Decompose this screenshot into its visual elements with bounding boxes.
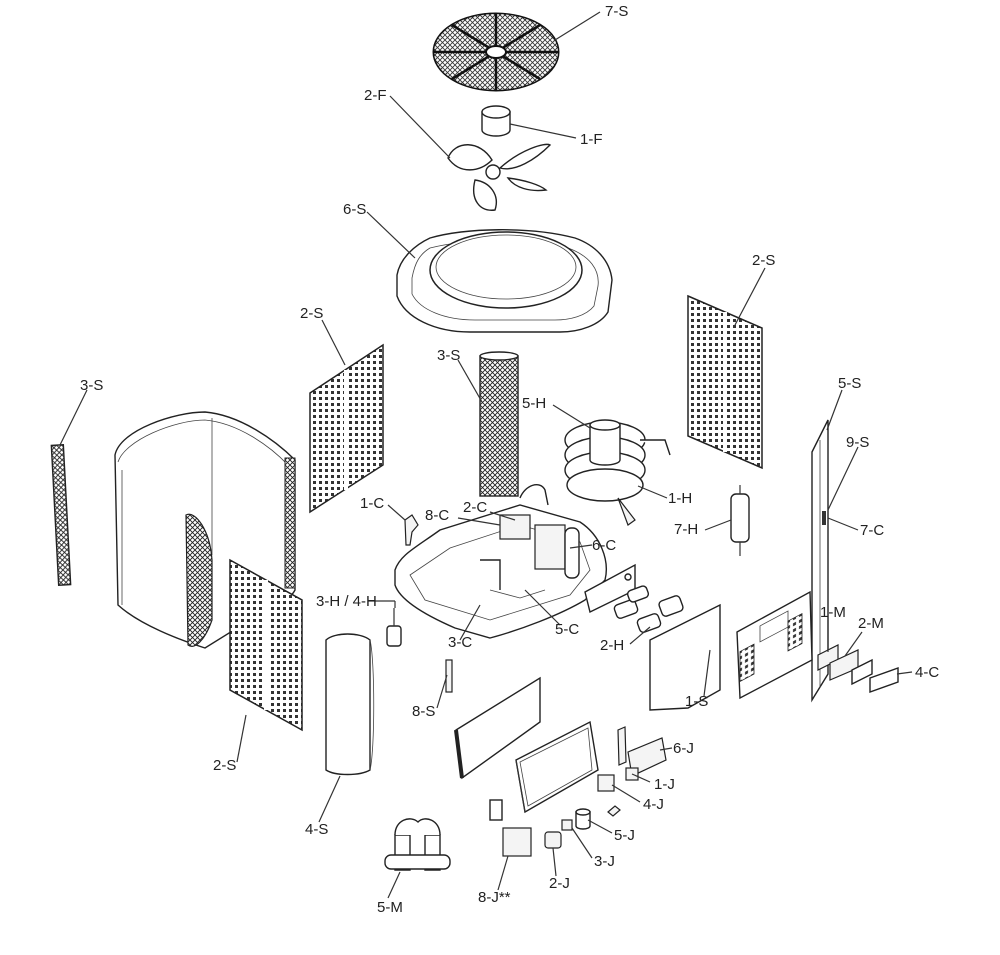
label-7h: 7-H — [674, 521, 698, 538]
label-5h: 5-H — [522, 395, 546, 412]
capacitor-5j — [575, 811, 591, 830]
label-1s: 1-S — [685, 693, 708, 710]
label-2c: 2-C — [463, 499, 487, 516]
fan-motor-part — [481, 105, 511, 137]
board-4c-a — [851, 658, 873, 686]
part-3j — [561, 819, 573, 831]
label-5m: 5-M — [377, 899, 403, 916]
left-coil-part — [50, 444, 72, 586]
label-3h-4h: 3-H / 4-H — [316, 593, 377, 610]
label-2s-right: 2-S — [752, 252, 775, 269]
transformer-8j — [502, 827, 532, 857]
curved-panel-part — [325, 633, 375, 776]
label-2f: 2-F — [364, 87, 387, 104]
label-9s: 9-S — [846, 434, 869, 451]
water-fittings-part — [613, 585, 684, 633]
label-2h: 2-H — [600, 637, 624, 654]
relay-6j-a — [617, 726, 627, 766]
label-1c: 1-C — [360, 495, 384, 512]
part-1c — [404, 514, 419, 546]
top-cover-part — [396, 229, 613, 333]
label-3s-center: 3-S — [437, 347, 460, 364]
label-3j: 3-J — [594, 853, 615, 870]
label-5j: 5-J — [614, 827, 635, 844]
filter-drier-part — [730, 485, 750, 556]
label-1m: 1-M — [820, 604, 846, 621]
base-pan-part — [394, 484, 636, 639]
label-4j: 4-J — [643, 796, 664, 813]
part-small — [607, 805, 621, 817]
sensor-part — [386, 608, 402, 647]
coil-column-part — [479, 351, 519, 497]
label-3s-left: 3-S — [80, 377, 103, 394]
electrical-box-part — [515, 720, 599, 814]
label-2s-lower: 2-S — [213, 757, 236, 774]
label-5s: 5-S — [838, 375, 861, 392]
label-6j: 6-J — [673, 740, 694, 757]
label-8j: 8-J** — [478, 889, 511, 906]
label-7s: 7-S — [605, 3, 628, 20]
label-8s: 8-S — [412, 703, 435, 720]
heat-exchanger-part — [564, 419, 671, 526]
label-2j: 2-J — [549, 875, 570, 892]
label-2m: 2-M — [858, 615, 884, 632]
fan-guard-part — [432, 12, 560, 92]
label-4c: 4-C — [915, 664, 939, 681]
label-5c: 5-C — [555, 621, 579, 638]
label-7c: 7-C — [860, 522, 884, 539]
label-3c: 3-C — [448, 634, 472, 651]
part-labels: 7-S 2-F 1-F 6-S 2-S 2-S 3-S 3-S 5-H 5-S … — [80, 3, 939, 916]
control-panel-part — [736, 590, 813, 700]
label-4s: 4-S — [305, 821, 328, 838]
label-1f: 1-F — [580, 131, 603, 148]
label-1h: 1-H — [668, 490, 692, 507]
label-6s: 6-S — [343, 201, 366, 218]
leader-lines — [59, 11, 913, 899]
manifold-5m — [384, 818, 451, 871]
access-panel-part — [649, 603, 721, 711]
label-2s-left: 2-S — [300, 305, 323, 322]
label-6c: 6-C — [592, 537, 616, 554]
clip-8s — [445, 659, 453, 693]
contactor-4j — [597, 774, 615, 792]
label-8c: 8-C — [425, 507, 449, 524]
part-small-card — [489, 799, 503, 821]
board-4c-b — [869, 667, 899, 693]
corner-post-part — [811, 419, 829, 703]
part-2j — [544, 831, 562, 849]
fan-blade-part — [447, 143, 552, 211]
label-1j: 1-J — [654, 776, 675, 793]
